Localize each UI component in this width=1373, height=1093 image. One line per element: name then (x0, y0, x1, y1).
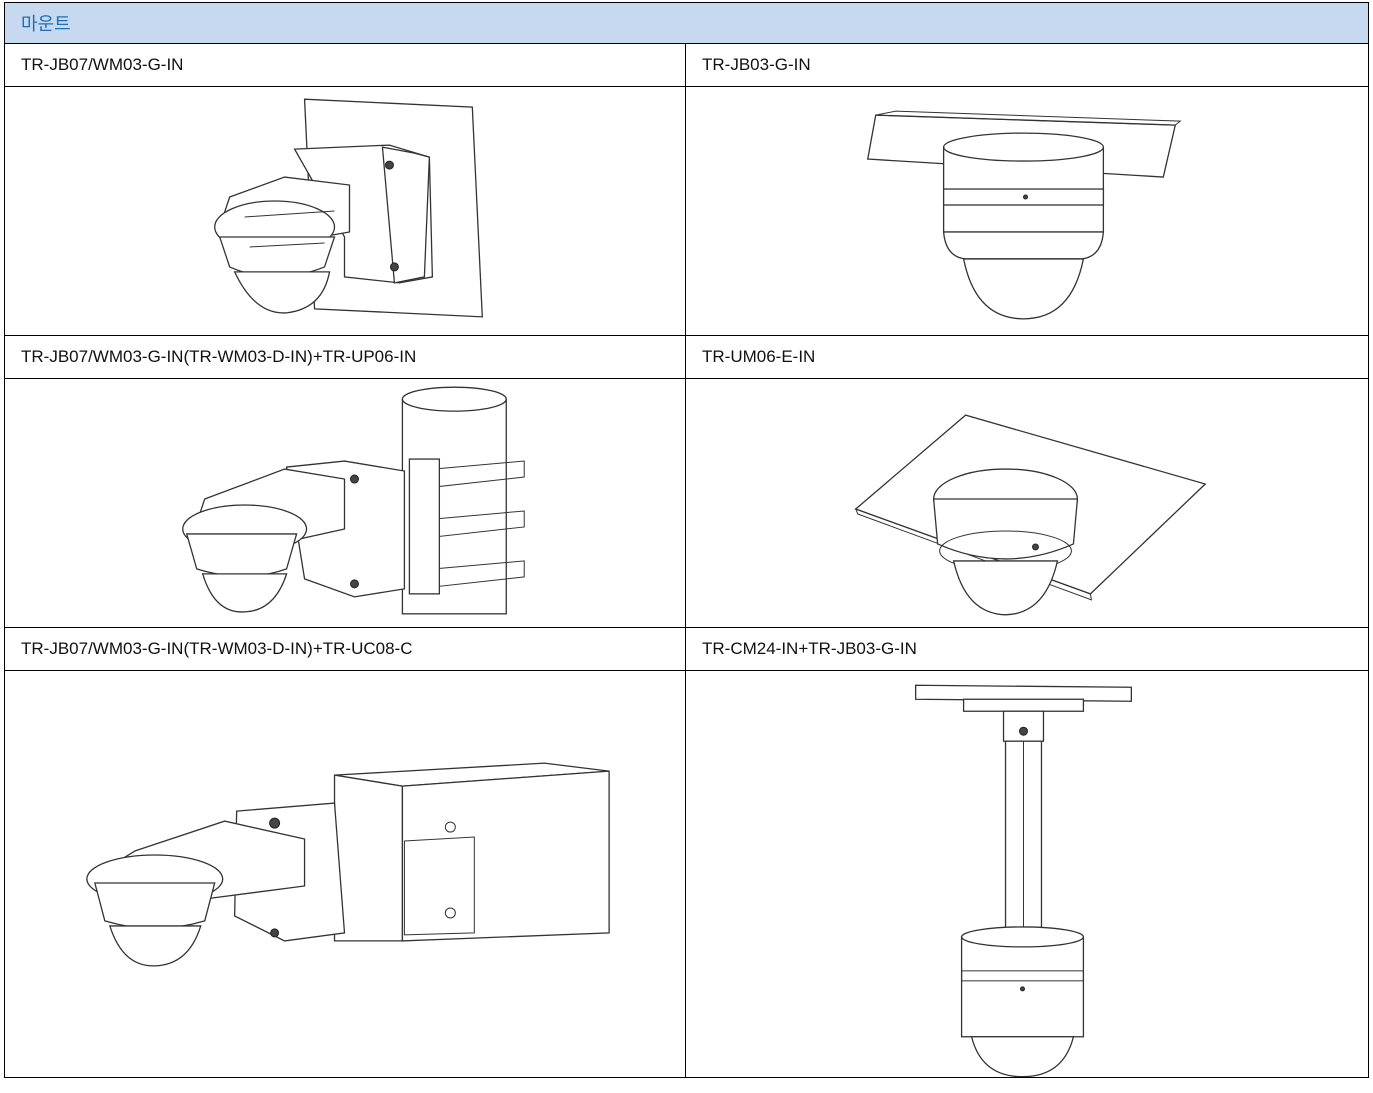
mount-label-corner: TR-JB07/WM03-G-IN(TR-WM03-D-IN)+TR-UC08-… (4, 627, 686, 671)
mount-table: 마운트 TR-JB07/WM03-G-IN TR-JB03-G-IN (4, 2, 1369, 1078)
ceiling-junction-box-camera-icon (686, 87, 1368, 335)
mount-image-cell (4, 670, 686, 1078)
corner-mount-camera-icon (5, 671, 685, 1077)
mount-image-cell (685, 86, 1369, 336)
mount-label-wall: TR-JB07/WM03-G-IN (4, 43, 686, 87)
in-ceiling-mount-camera-icon (686, 379, 1368, 627)
mount-label-in-ceiling: TR-UM06-E-IN (685, 335, 1369, 379)
mount-image-cell (4, 378, 686, 628)
mount-label-ceiling-box: TR-JB03-G-IN (685, 43, 1369, 87)
mount-image-cell (685, 378, 1369, 628)
pendant-mount-camera-icon (686, 671, 1368, 1077)
mount-sheet: 마운트 TR-JB07/WM03-G-IN TR-JB03-G-IN (4, 2, 1369, 1093)
wall-mount-camera-icon (5, 87, 685, 335)
section-title: 마운트 (4, 2, 1369, 44)
mount-image-cell (685, 670, 1369, 1078)
mount-image-cell (4, 86, 686, 336)
pole-mount-camera-icon (5, 379, 685, 627)
mount-label-pole: TR-JB07/WM03-G-IN(TR-WM03-D-IN)+TR-UP06-… (4, 335, 686, 379)
mount-label-pendant: TR-CM24-IN+TR-JB03-G-IN (685, 627, 1369, 671)
